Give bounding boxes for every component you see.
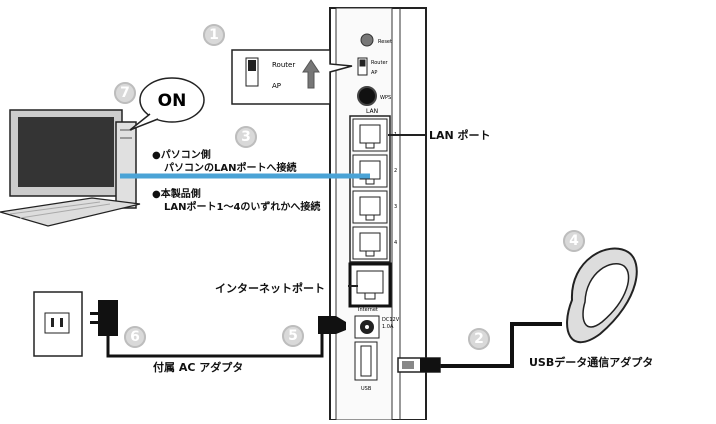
usb-data-adapter (566, 247, 638, 344)
lan-port-label: LAN ポート (429, 129, 491, 142)
step-badge-2: 2 (468, 328, 490, 350)
device-side-heading: ●本製品側 (152, 189, 201, 200)
dc-label-line1: DC12V (382, 317, 400, 323)
lan-port-1[interactable] (352, 118, 388, 152)
step-badge-4: 4 (563, 230, 585, 252)
desktop-pc (0, 109, 141, 227)
wall-outlet (33, 291, 83, 357)
callout-router-label: Router (272, 61, 295, 69)
step-badge-5: 5 (282, 325, 304, 347)
step-badge-6: 6 (124, 326, 146, 348)
keyboard (0, 197, 141, 227)
ac-adapter (90, 300, 118, 336)
callout-ap-label: AP (272, 82, 281, 90)
internet-port-label: Internet (358, 307, 378, 313)
lan-port-3[interactable] (352, 190, 388, 224)
step-badge-3: 3 (235, 126, 257, 148)
router-unit: Reset Router AP WPS LAN 1 2 3 4 Internet… (329, 7, 427, 421)
lan-port-4[interactable] (352, 226, 388, 260)
device-side-text: LANポート1～4のいずれかへ接続 (164, 202, 321, 213)
usb-adapter-label: USBデータ通信アダプタ (529, 356, 654, 369)
on-text: ON (158, 91, 187, 111)
pc-tower (115, 121, 137, 209)
switch-callout: Router AP (231, 49, 353, 105)
reset-label: Reset (378, 39, 392, 45)
step-badge-1: 1 (203, 24, 225, 46)
dc-plug (318, 316, 346, 334)
usb-port-label: USB (361, 386, 372, 392)
wps-label: WPS (380, 95, 391, 101)
switch-ap-label: AP (371, 70, 377, 76)
port-number-2: 2 (394, 168, 397, 174)
reset-button[interactable] (360, 33, 374, 47)
step-badge-7: 7 (114, 82, 136, 104)
lan-port-2[interactable] (352, 154, 388, 188)
ac-adapter-label: 付属 AC アダプタ (153, 361, 244, 374)
port-number-3: 3 (394, 204, 397, 210)
up-arrow-icon (302, 59, 320, 89)
pc-side-text: パソコンのLANポートへ接続 (164, 163, 297, 174)
usb-cable (438, 322, 562, 368)
dc-label-line2: 1.0A (382, 324, 394, 330)
switch-router-label: Router (371, 60, 389, 66)
wps-button[interactable] (357, 86, 377, 106)
on-speech-bubble: ON (129, 77, 205, 131)
lan-block-label: LAN (366, 108, 378, 115)
internet-port-callout-label: インターネットポート (215, 282, 325, 295)
port-number-4: 4 (394, 240, 397, 246)
pc-side-heading: ●パソコン側 (152, 150, 211, 161)
